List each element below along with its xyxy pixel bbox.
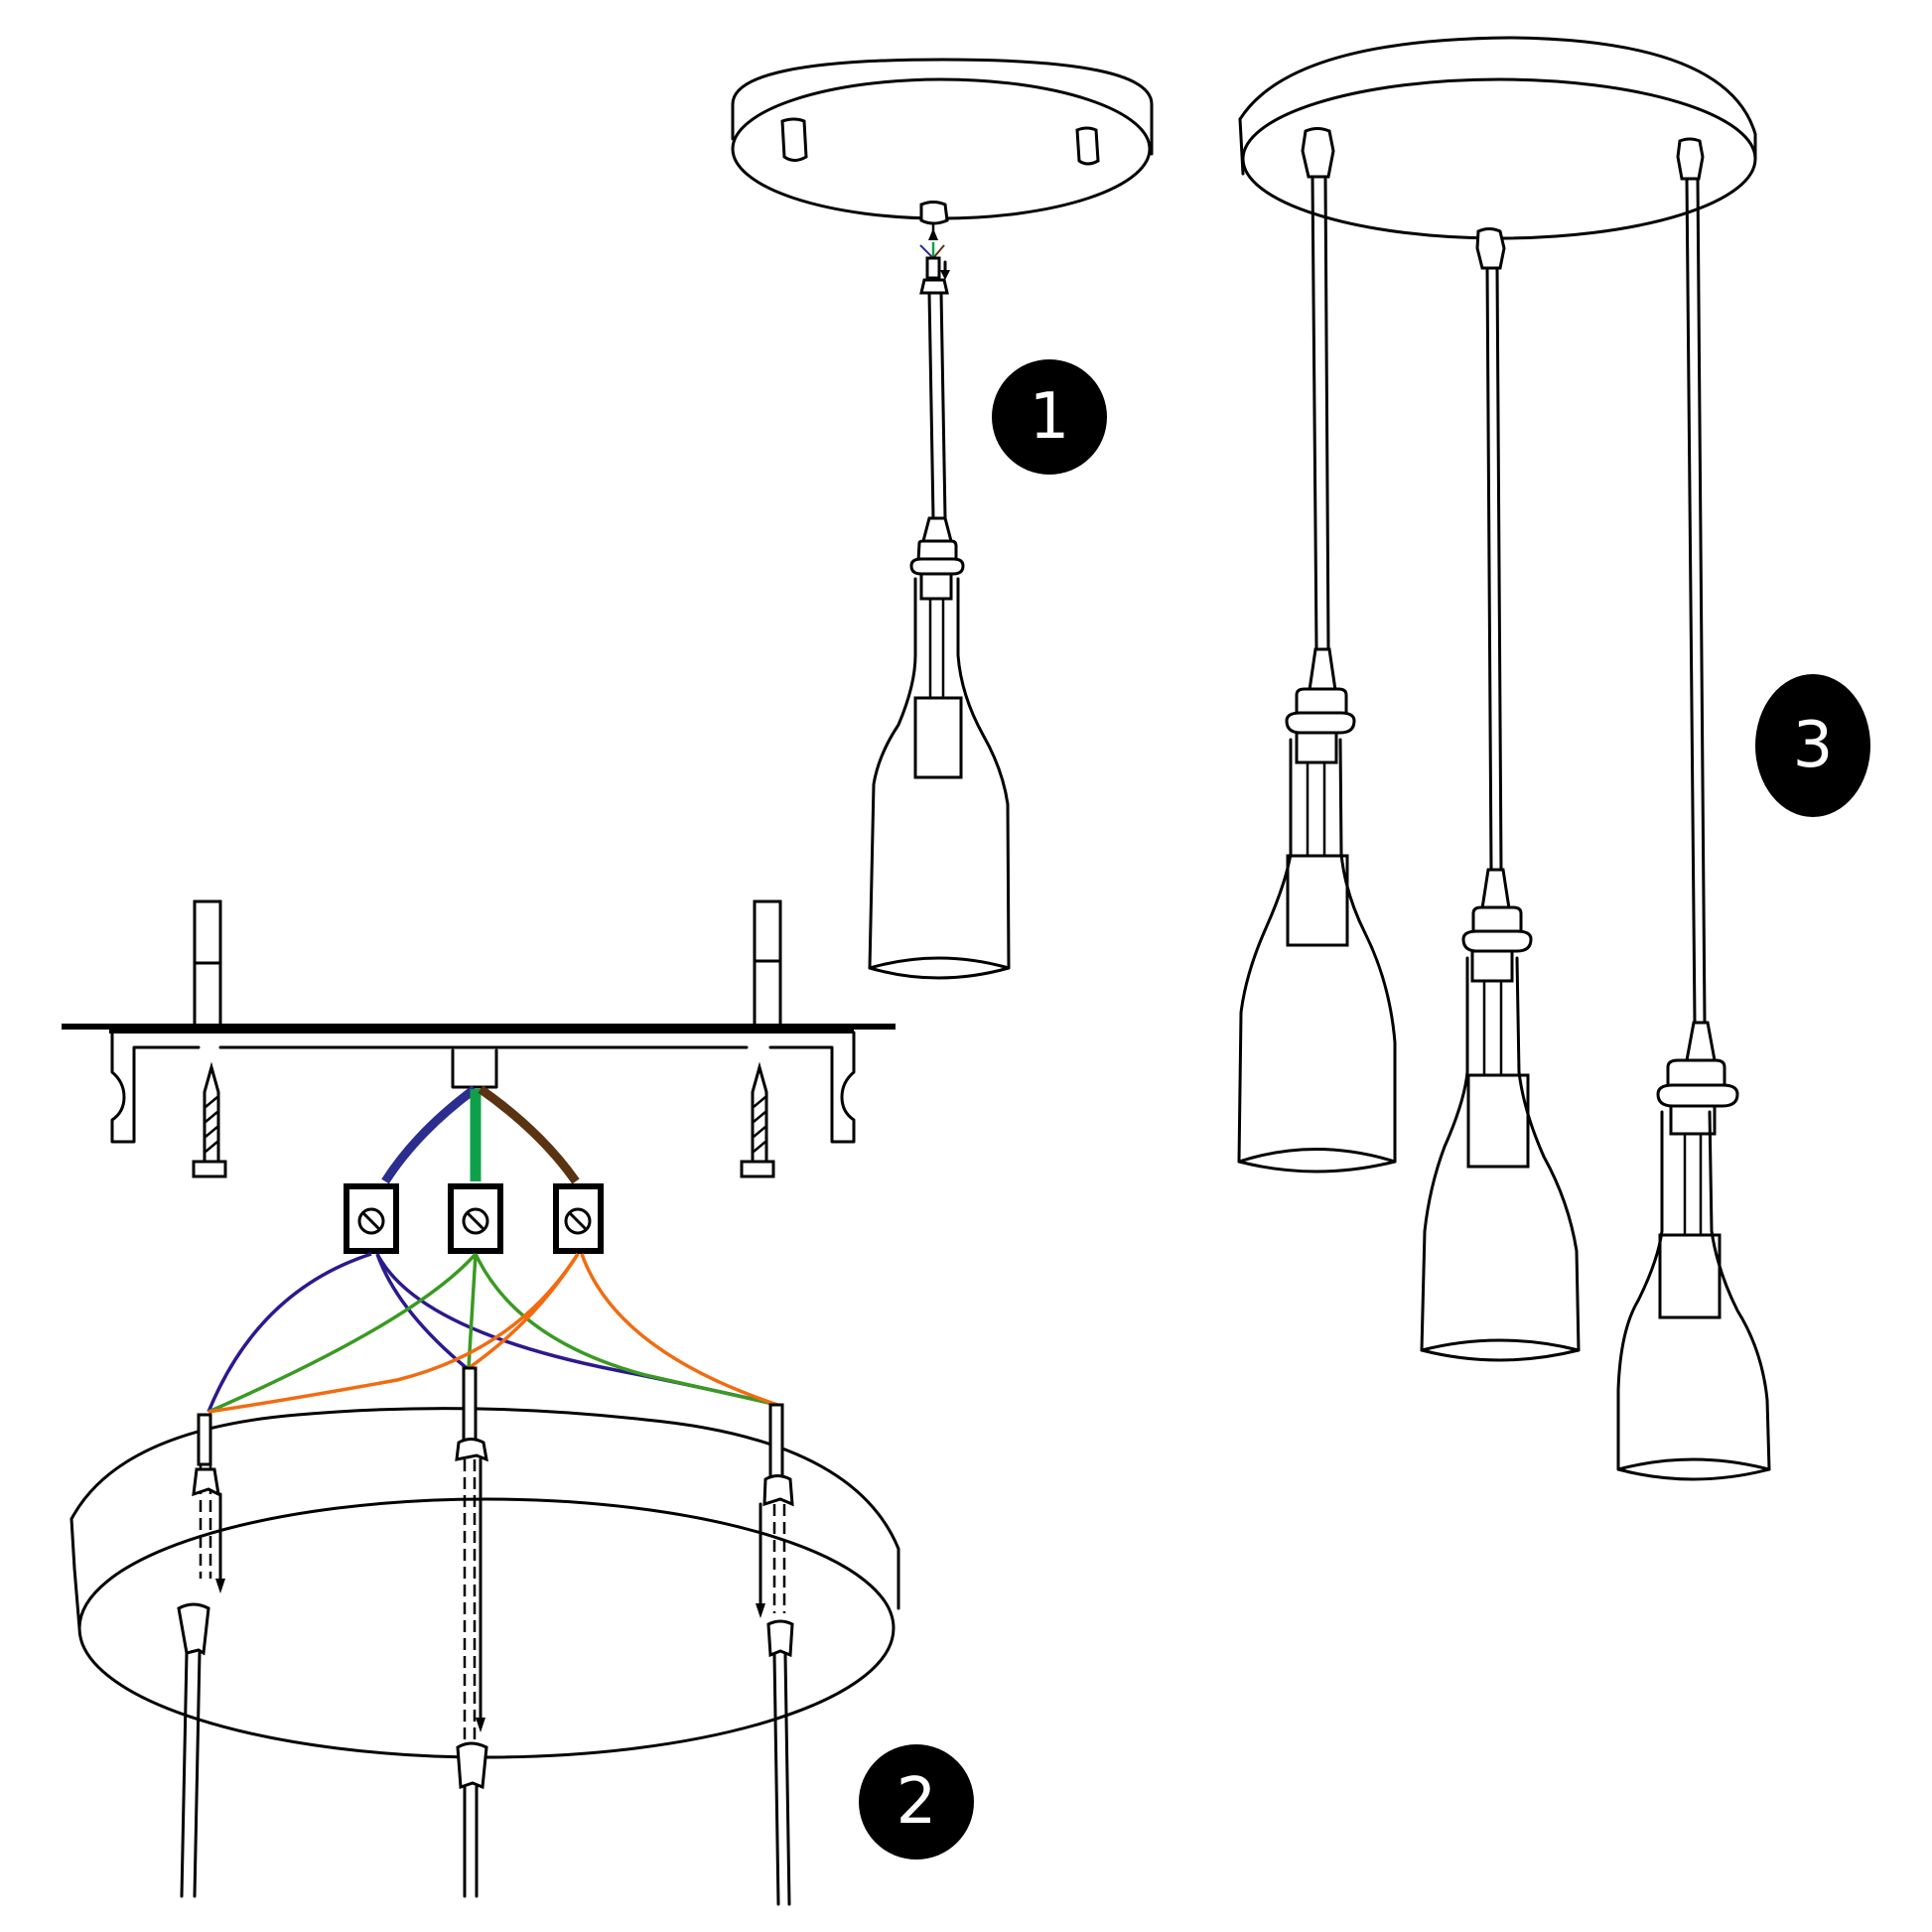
mounting-screw-left [192, 1061, 227, 1178]
arrow-down-icon [756, 1603, 765, 1618]
cord-left [177, 1413, 225, 1898]
arrow-down-icon [940, 270, 950, 280]
step-number: 3 [1793, 709, 1834, 782]
triple-canopy [1238, 36, 1757, 270]
bottle-shade-c [1616, 1021, 1771, 1481]
terminal-block [344, 1183, 604, 1254]
cord-grip-icon [1475, 227, 1506, 270]
step-2-wiring: 2 [62, 899, 974, 1906]
arrow-down-icon [476, 1718, 485, 1732]
cord-grip-icon [780, 117, 808, 162]
cord-grip-icon [1676, 137, 1705, 181]
mounting-screw-right [740, 1061, 775, 1178]
cord-grip-icon [1075, 126, 1100, 166]
step-number: 2 [897, 1765, 937, 1839]
bottle-shade-a [1237, 647, 1397, 1173]
step-1-single-pendant: 1 [731, 58, 1154, 980]
ceiling-bracket [62, 899, 896, 1144]
bottle-shade-1 [868, 516, 1011, 980]
cord-grip-icon [919, 201, 949, 225]
terminal-green [448, 1183, 503, 1254]
terminal-brown [553, 1183, 604, 1254]
cord-grip-icon [1301, 127, 1335, 179]
arrow-up-icon [928, 228, 938, 240]
arrow-down-icon [215, 1579, 225, 1593]
supply-wires [381, 1085, 580, 1184]
pendant-wires [207, 1252, 778, 1414]
cord-right [756, 1403, 794, 1906]
cord-center [455, 1366, 488, 1898]
single-canopy [731, 58, 1154, 225]
bottle-shade-b [1420, 868, 1581, 1362]
terminal-blue [344, 1183, 399, 1254]
step-badge-3: 3 [1755, 674, 1870, 817]
step-3-three-pendants: 3 [1237, 36, 1870, 1481]
step-badge-1: 1 [992, 359, 1107, 475]
step-badge-2: 2 [859, 1744, 974, 1860]
step-number: 1 [1030, 380, 1070, 454]
